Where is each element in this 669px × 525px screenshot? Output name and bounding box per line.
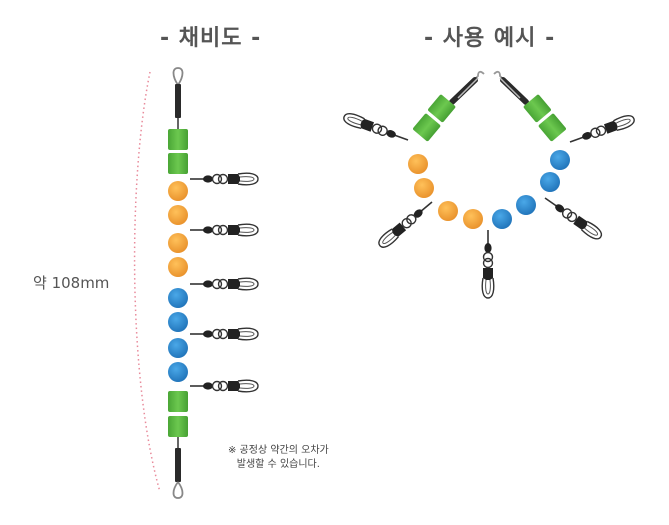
rig-diagram — [168, 67, 259, 499]
usage-example-title: - 사용 예시 - — [424, 26, 556, 51]
tolerance-note-line2: 발생할 수 있습니다. — [236, 459, 320, 470]
tolerance-note-line1: ※ 공정상 약간의 오차가 — [228, 445, 329, 456]
length-label: 약 108mm — [33, 274, 110, 292]
diagram-title: - 채비도 - — [160, 26, 262, 51]
usage-example-diagram — [341, 70, 637, 299]
length-dotted-line — [133, 71, 161, 493]
tolerance-note: ※ 공정상 약간의 오차가 발생할 수 있습니다. — [228, 444, 329, 472]
